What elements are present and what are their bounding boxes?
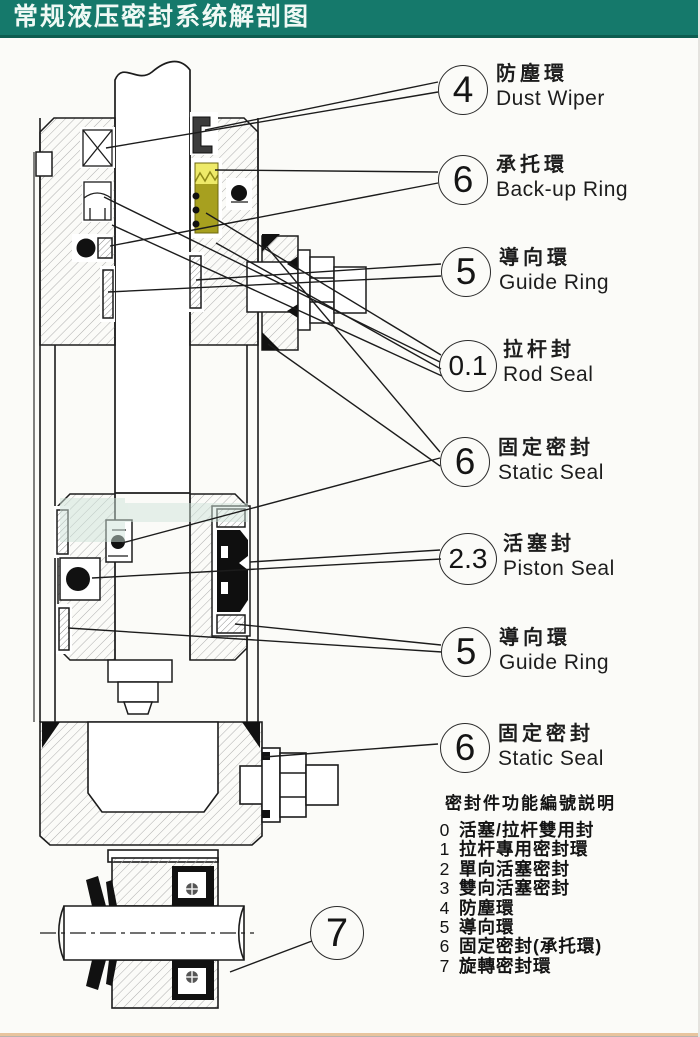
legend-code: 0 <box>439 820 450 840</box>
page-title: 常规液压密封系统解剖图 <box>0 0 700 38</box>
callout-circle-guide-ring-1: 5 <box>441 247 491 297</box>
gland-assembly <box>35 112 259 346</box>
legend-item: 7 旋轉密封環 <box>437 955 616 976</box>
label-zh: 活塞封 <box>503 533 575 555</box>
callout-circle-static-seal-2: 6 <box>440 723 490 773</box>
label-en: Rod Seal <box>503 363 594 386</box>
rotary-seal-diagram <box>40 857 254 1009</box>
legend-code: 2 <box>439 858 450 879</box>
legend-label: 單向活塞密封 <box>459 858 570 879</box>
callout-circle-rod-seal: 0.1 <box>439 340 497 392</box>
dust-wiper-dark <box>192 116 213 154</box>
callout-circle-guide-ring-2: 5 <box>441 627 491 677</box>
bottom-border-grey <box>0 1035 700 1037</box>
legend-label: 拉杆專用密封環 <box>459 839 589 860</box>
label-en: Static Seal <box>498 461 604 484</box>
callout-label-piston-seal: 活塞封 Piston Seal <box>503 532 615 582</box>
legend-code: 4 <box>439 897 450 918</box>
rotary-seal-cup-upper <box>172 866 214 906</box>
callout-label-rod-seal: 拉杆封 Rod Seal <box>503 338 593 388</box>
legend-item: 3 雙向活塞密封 <box>437 878 616 899</box>
legend-item: 2 單向活塞密封 <box>437 858 616 879</box>
callout-label-backup-ring: 承托環 Back-up Ring <box>496 153 628 203</box>
legend-code: 7 <box>439 955 450 976</box>
piston-rod <box>114 60 191 494</box>
label-zh: 導向環 <box>499 627 571 649</box>
legend-label: 防塵環 <box>459 897 515 918</box>
callout-circle-piston-seal: 2.3 <box>439 533 497 585</box>
rod-seal-yellow <box>192 162 219 234</box>
legend-item: 0 活塞/拉杆雙用封 <box>437 820 616 840</box>
bottom-cap <box>39 721 339 863</box>
legend-title: 密封件功能編號説明 <box>445 794 616 813</box>
legend-code: 1 <box>439 839 450 860</box>
legend-code: 3 <box>439 878 450 899</box>
callout-circle-dust-wiper: 4 <box>438 65 488 115</box>
callout-label-static-seal-2: 固定密封 Static Seal <box>498 722 604 772</box>
port-fitting-mid <box>246 234 367 351</box>
legend-code: 6 <box>439 936 450 957</box>
right-edge-border <box>698 0 700 1037</box>
seal-function-legend: 密封件功能編號説明 0 活塞/拉杆雙用封 1 拉杆專用密封環 2 單向活塞密封 … <box>437 789 616 976</box>
callout-circle-backup-ring: 6 <box>438 155 488 205</box>
legend-label: 導向環 <box>459 917 515 938</box>
legend-label: 旋轉密封環 <box>459 955 552 976</box>
legend-label: 雙向活塞密封 <box>459 878 570 899</box>
guide-ring-strip-left <box>102 269 114 319</box>
guide-ring-strip-right <box>189 255 202 309</box>
label-en: Dust Wiper <box>496 87 605 110</box>
bottom-border-tan <box>0 1032 700 1036</box>
label-en: Piston Seal <box>503 557 615 580</box>
label-zh: 防塵環 <box>496 63 568 85</box>
oring-right <box>231 185 247 201</box>
callout-label-dust-wiper: 防塵環 Dust Wiper <box>496 62 605 112</box>
label-zh: 固定密封 <box>498 723 594 745</box>
legend-item: 1 拉杆專用密封環 <box>437 839 616 860</box>
callout-label-guide-ring-2: 導向環 Guide Ring <box>499 626 609 676</box>
legend-label: 固定密封(承托環) <box>459 936 603 957</box>
label-zh: 拉杆封 <box>503 339 575 361</box>
legend-item: 6 固定密封(承托環) <box>437 936 616 957</box>
callout-circle-rotary-seal: 7 <box>310 906 364 960</box>
piston-guide-strip <box>58 607 70 651</box>
legend-item: 4 防塵環 <box>437 897 616 918</box>
piston-oring-left <box>66 567 90 591</box>
callout-label-static-seal-1: 固定密封 Static Seal <box>498 436 604 486</box>
label-en: Guide Ring <box>499 271 610 294</box>
callout-label-guide-ring-1: 導向環 Guide Ring <box>499 246 609 296</box>
label-zh: 承托環 <box>496 154 568 176</box>
label-en: Static Seal <box>498 747 604 770</box>
label-en: Back-up Ring <box>496 178 629 201</box>
rotary-seal-cup-lower <box>172 960 214 1000</box>
legend-item: 5 導向環 <box>437 917 616 938</box>
leader-lines <box>67 81 443 973</box>
dust-wiper-profile <box>82 129 113 167</box>
legend-label: 活塞/拉杆雙用封 <box>459 820 595 840</box>
label-en: Guide Ring <box>499 651 610 674</box>
callout-circle-static-seal-1: 6 <box>440 437 490 487</box>
hex-nut-bottom <box>279 752 307 818</box>
label-zh: 導向環 <box>499 247 571 269</box>
oring-left <box>76 238 96 258</box>
watermark-tint <box>60 498 248 542</box>
label-zh: 固定密封 <box>498 437 594 459</box>
legend-code: 5 <box>439 917 450 938</box>
